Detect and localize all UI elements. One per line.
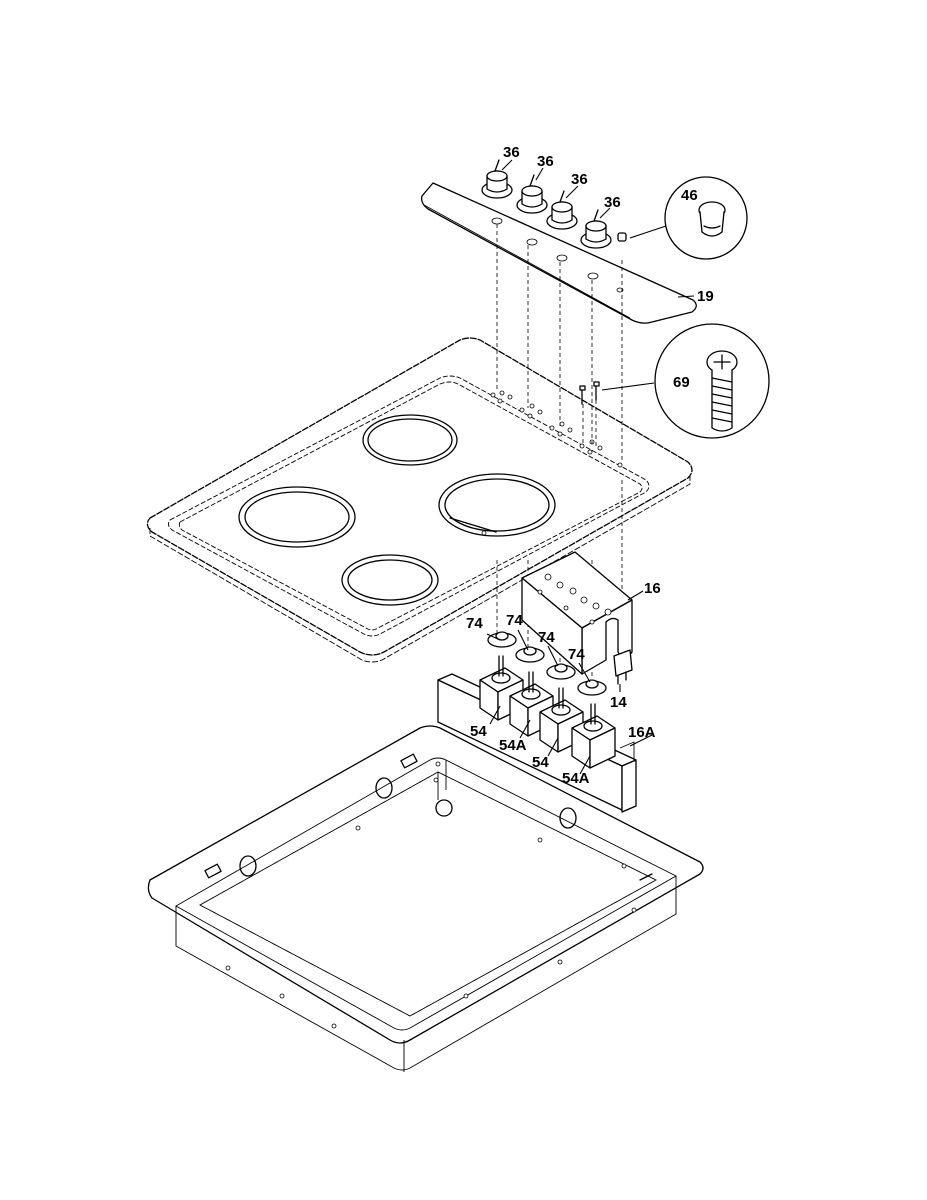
label-indicator-light: 14 (610, 694, 627, 711)
bracket[interactable] (521, 551, 633, 675)
plug-button-magnifier[interactable] (664, 176, 748, 260)
magnifier-69-pointer (601, 382, 655, 391)
label-trim-ring-2: 74 (506, 612, 523, 629)
label-knob-2: 36 (537, 153, 554, 170)
bottom-box (147, 725, 704, 1072)
label-knob-3: 36 (571, 171, 588, 188)
label-bracket: 16 (644, 580, 661, 597)
label-knob-4: 36 (604, 194, 621, 211)
cooktop-glass (146, 337, 693, 663)
screw-magnifier[interactable] (654, 323, 770, 439)
indicator-light[interactable] (613, 649, 633, 685)
knob-1[interactable] (481, 159, 513, 199)
trim-ring-3[interactable] (546, 663, 576, 680)
trim-ring-4[interactable] (577, 679, 607, 696)
knob-3[interactable] (546, 190, 578, 230)
control-panel[interactable] (420, 182, 697, 324)
switch-4[interactable] (571, 703, 616, 769)
label-switch-2: 54A (499, 737, 527, 754)
leader-lines (486, 159, 695, 775)
screw-2[interactable] (593, 381, 600, 401)
knob-2[interactable] (516, 174, 548, 214)
plug-button-small (617, 232, 627, 242)
label-screw: 69 (673, 374, 690, 391)
label-switch-rail: 16A (628, 724, 656, 741)
label-knob-1: 36 (503, 144, 520, 161)
label-trim-ring-4: 74 (568, 646, 585, 663)
label-trim-ring-1: 74 (466, 615, 483, 632)
label-switch-1: 54 (470, 723, 487, 740)
screw-1[interactable] (579, 385, 586, 405)
label-plug-button: 46 (681, 187, 698, 204)
knob-4[interactable] (580, 209, 612, 249)
label-trim-ring-3: 74 (538, 629, 555, 646)
label-switch-3: 54 (532, 754, 549, 771)
label-control-panel: 19 (697, 288, 714, 305)
trim-ring-1[interactable] (487, 631, 517, 648)
trim-ring-2[interactable] (515, 646, 545, 663)
label-switch-4: 54A (562, 770, 590, 787)
magnifier-46-pointer (629, 225, 667, 239)
